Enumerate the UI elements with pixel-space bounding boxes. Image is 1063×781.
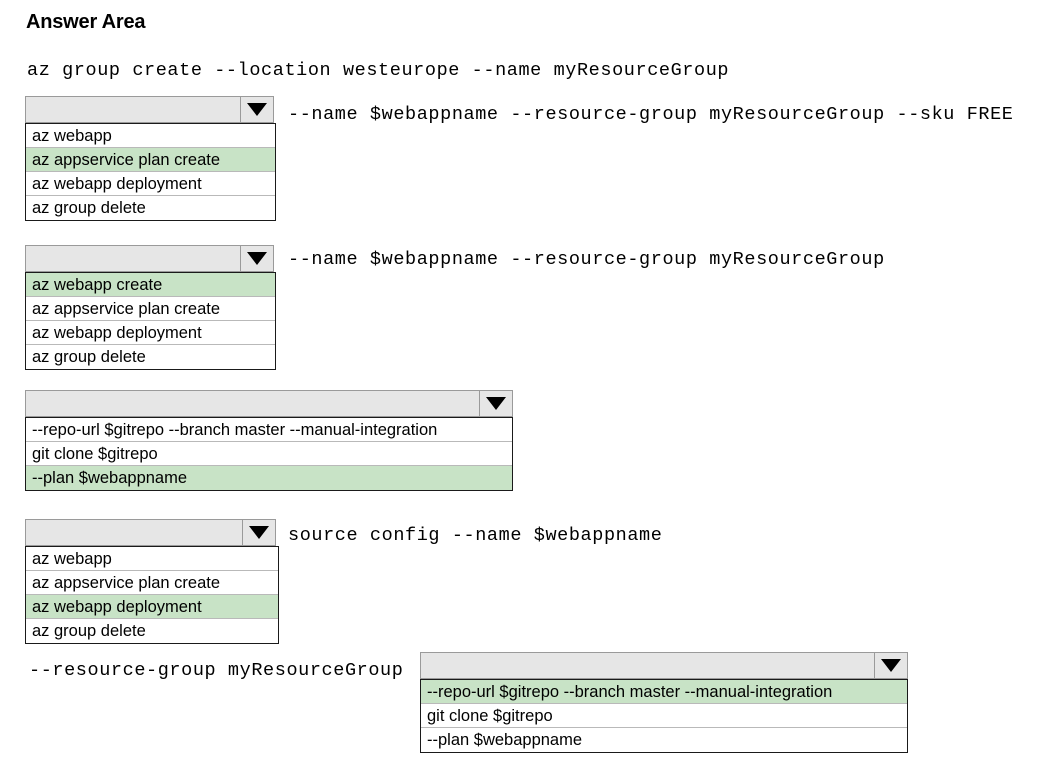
dropdown-option[interactable]: az appservice plan create <box>26 148 275 172</box>
dropdown-option[interactable]: az group delete <box>26 196 275 220</box>
code-fragment: --resource-group myResourceGroup <box>29 660 404 681</box>
dropdown-header[interactable] <box>25 245 274 272</box>
dropdown-option[interactable]: --repo-url $gitrepo --branch master --ma… <box>421 680 907 704</box>
dropdown-option[interactable]: az webapp create <box>26 273 275 297</box>
dropdown-selected-value[interactable] <box>421 653 874 678</box>
chevron-down-icon[interactable] <box>874 653 907 678</box>
dropdown-header[interactable] <box>420 652 908 679</box>
chevron-down-icon[interactable] <box>479 391 512 416</box>
dropdown-option[interactable]: --plan $webappname <box>26 466 512 490</box>
dropdown-option[interactable]: az appservice plan create <box>26 571 278 595</box>
dropdown-selected-value[interactable] <box>26 520 242 545</box>
dropdown-selected-value[interactable] <box>26 246 240 271</box>
dropdown-option[interactable]: az group delete <box>26 345 275 369</box>
dropdown-option[interactable]: az webapp <box>26 124 275 148</box>
code-fragment: az group create --location westeurope --… <box>27 60 730 81</box>
page-title: Answer Area <box>26 11 146 33</box>
code-fragment: source config --name $webappname <box>288 525 663 546</box>
dropdown-option[interactable]: --repo-url $gitrepo --branch master --ma… <box>26 418 512 442</box>
code-fragment: --name $webappname --resource-group myRe… <box>288 249 885 270</box>
dropdown-option[interactable]: --plan $webappname <box>421 728 907 752</box>
chevron-down-icon[interactable] <box>242 520 275 545</box>
dropdown-option[interactable]: az webapp deployment <box>26 595 278 619</box>
dropdown-header[interactable] <box>25 96 274 123</box>
dropdown-5[interactable]: --repo-url $gitrepo --branch master --ma… <box>420 652 908 753</box>
dropdown-header[interactable] <box>25 519 276 546</box>
dropdown-3[interactable]: --repo-url $gitrepo --branch master --ma… <box>25 390 513 491</box>
dropdown-header[interactable] <box>25 390 513 417</box>
dropdown-option[interactable]: git clone $gitrepo <box>421 704 907 728</box>
dropdown-option[interactable]: az webapp deployment <box>26 321 275 345</box>
dropdown-selected-value[interactable] <box>26 391 479 416</box>
dropdown-option-list: --repo-url $gitrepo --branch master --ma… <box>25 417 513 491</box>
code-fragment: --name $webappname --resource-group myRe… <box>288 104 1014 125</box>
dropdown-option[interactable]: az group delete <box>26 619 278 643</box>
dropdown-option-list: --repo-url $gitrepo --branch master --ma… <box>420 679 908 753</box>
dropdown-selected-value[interactable] <box>26 97 240 122</box>
dropdown-option[interactable]: az appservice plan create <box>26 297 275 321</box>
dropdown-option[interactable]: git clone $gitrepo <box>26 442 512 466</box>
chevron-down-icon[interactable] <box>240 97 273 122</box>
dropdown-option[interactable]: az webapp deployment <box>26 172 275 196</box>
chevron-down-icon[interactable] <box>240 246 273 271</box>
dropdown-option[interactable]: az webapp <box>26 547 278 571</box>
